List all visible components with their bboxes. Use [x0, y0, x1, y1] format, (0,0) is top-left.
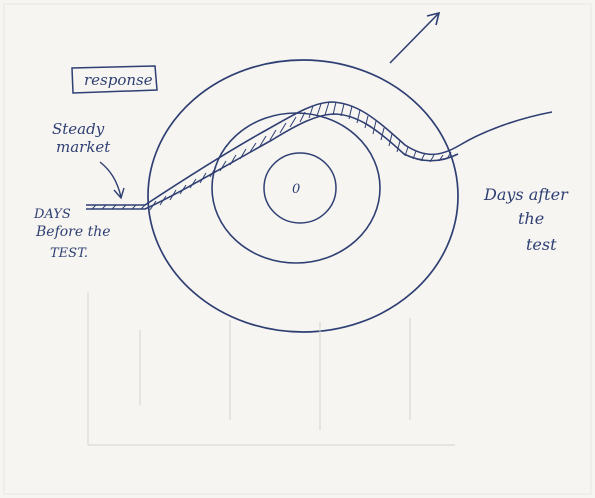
days-after-label-line3: test	[526, 235, 557, 254]
response-note-text: response	[84, 71, 153, 89]
days-before-label-line2: Before the	[35, 224, 111, 240]
days-after-label-line1: Days after	[483, 185, 569, 204]
steady-market-label-line1: Steady	[52, 120, 105, 138]
days-after-label-line2: the	[518, 209, 544, 228]
center-mark: 0	[292, 182, 300, 197]
days-before-label-line1: DAYS	[33, 207, 71, 222]
days-before-label-line3: TEST.	[50, 246, 88, 261]
steady-market-label-line2: market	[56, 138, 111, 156]
